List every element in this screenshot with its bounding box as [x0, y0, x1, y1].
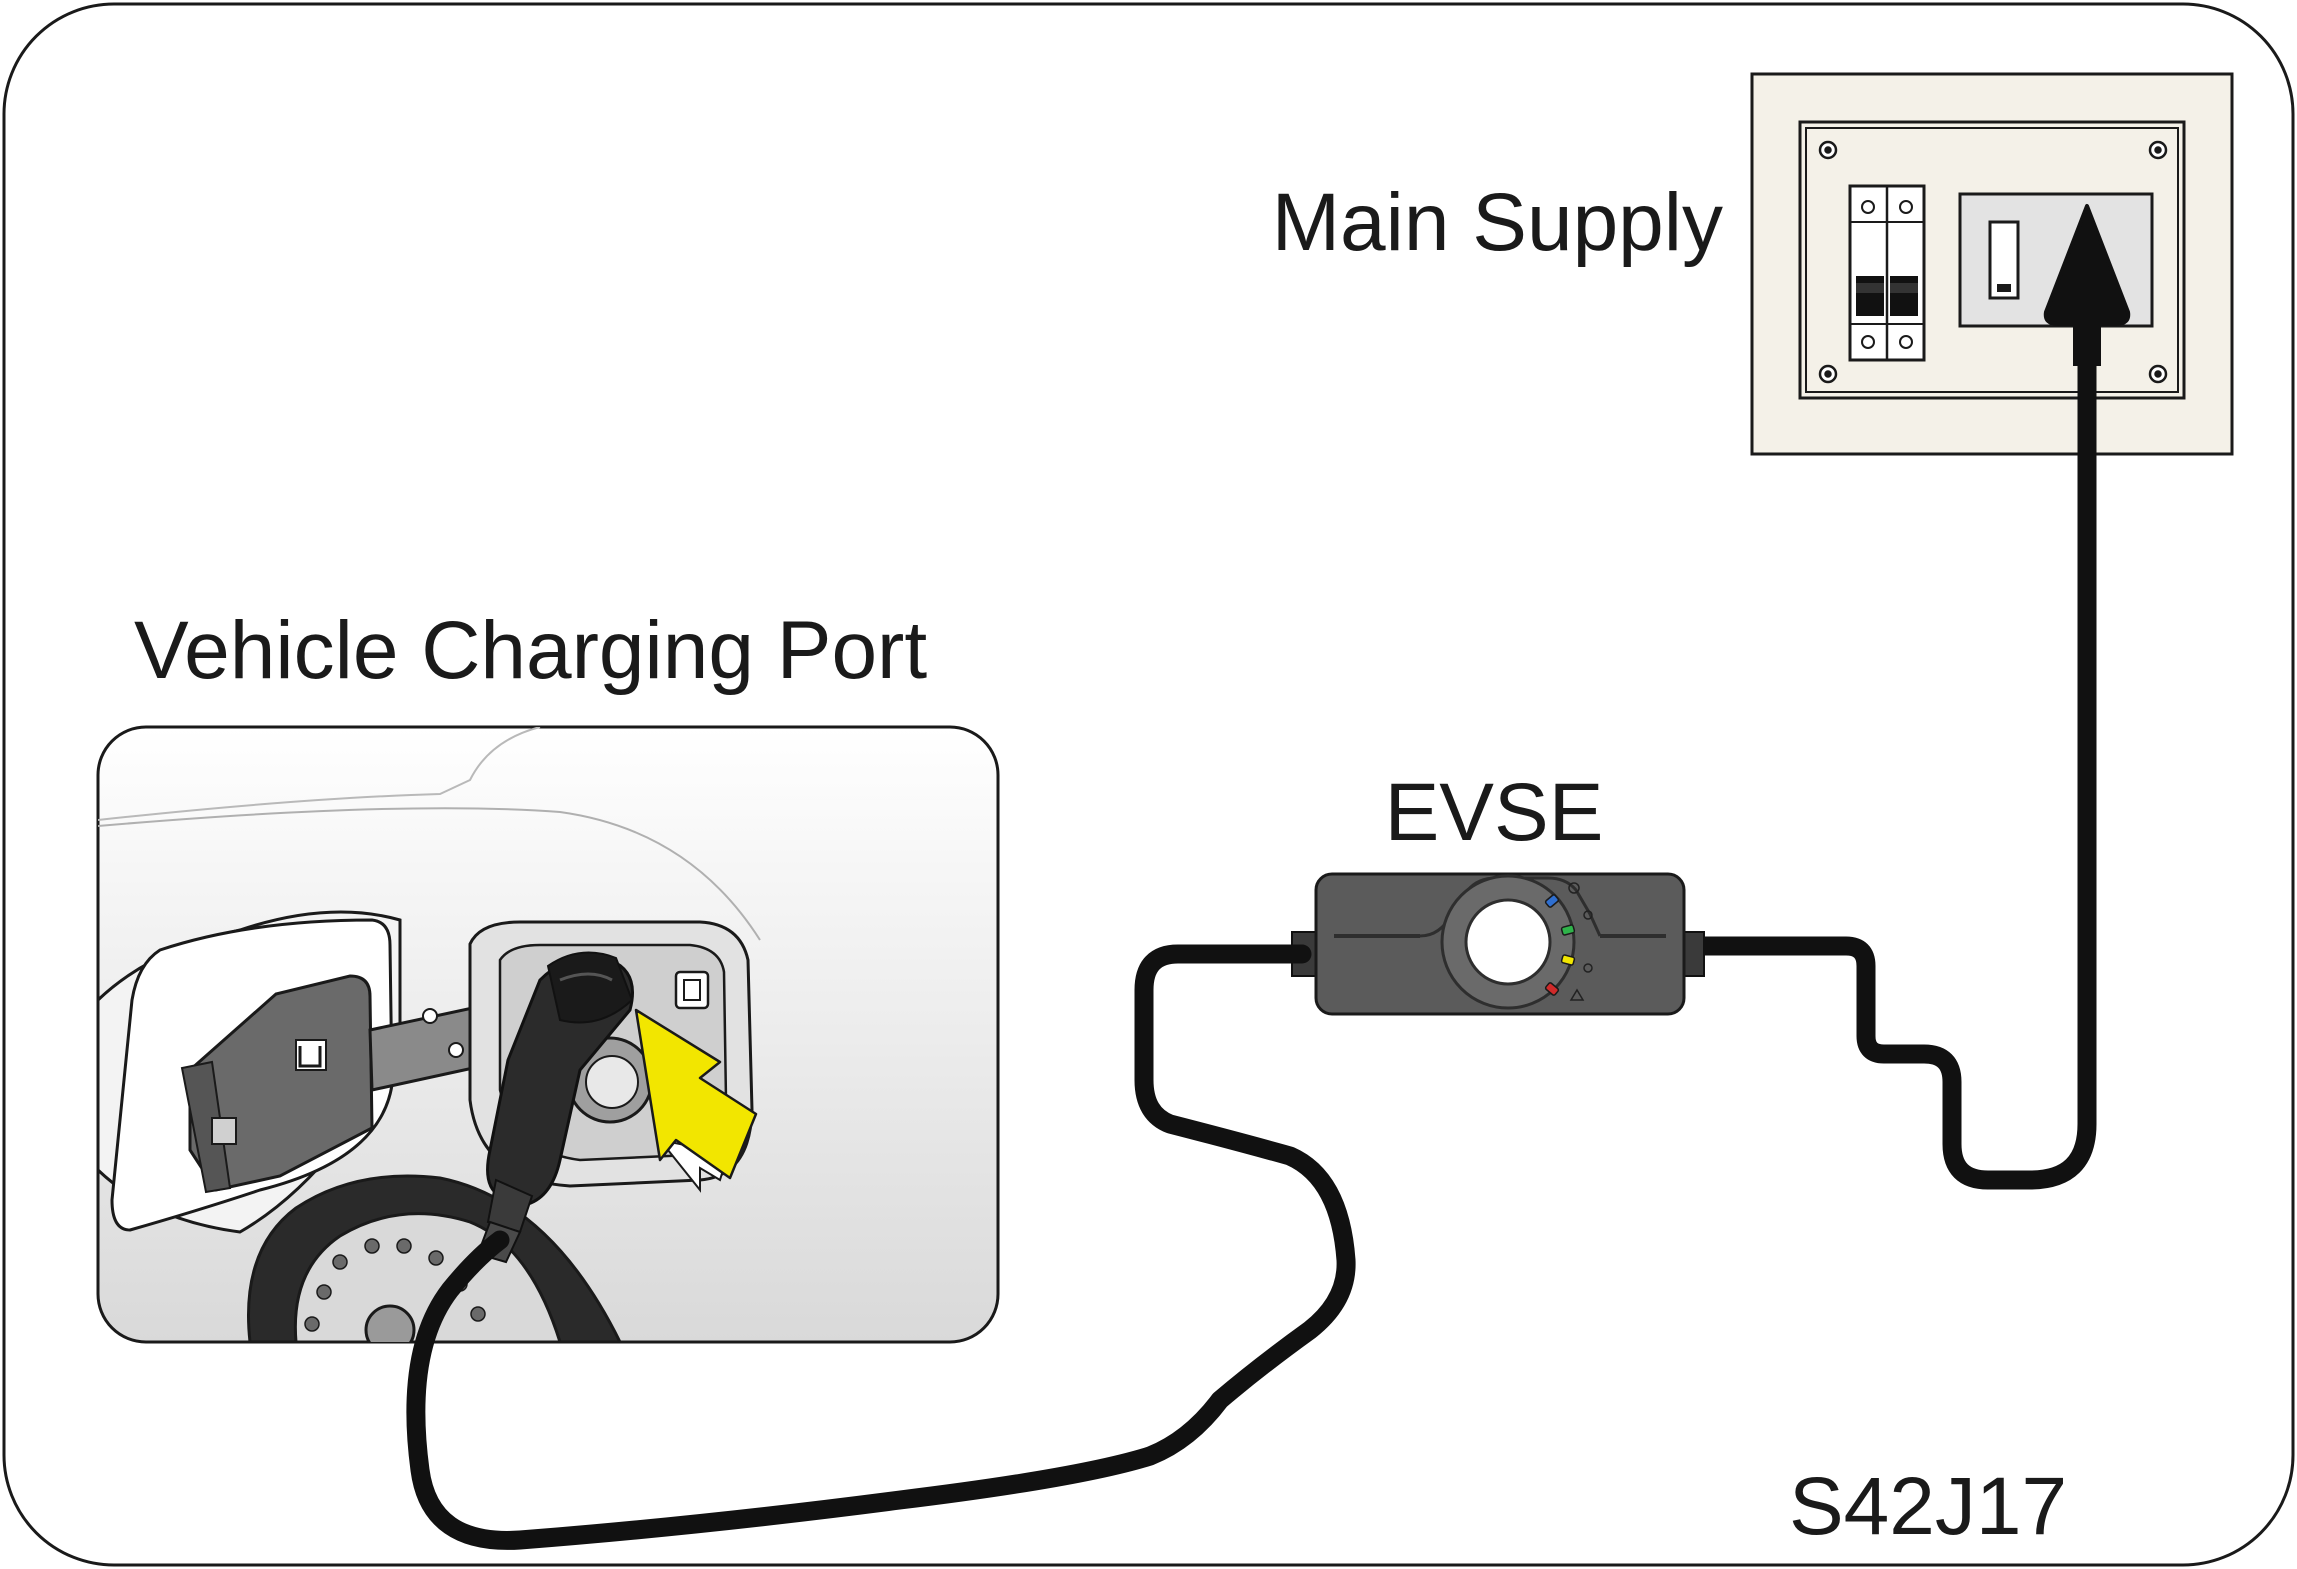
circuit-breaker-icon [1848, 184, 1926, 362]
main-supply-label: Main Supply [1272, 177, 1723, 268]
plug-icon [2043, 204, 2131, 366]
vehicle-cable [406, 944, 1356, 1550]
evse-unit [1291, 872, 1705, 1016]
vehicle-charging-port-label: Vehicle Charging Port [134, 605, 927, 696]
evse-label: EVSE [1385, 767, 1604, 858]
evse-dial [1464, 898, 1552, 986]
main-supply-panel [1750, 72, 2234, 456]
vehicle-charging-port-inset [96, 725, 1000, 1344]
screw-icons [1818, 140, 2168, 384]
mains-cable [1690, 352, 2097, 1190]
evse-status-led-icons [1544, 882, 1593, 1001]
charge-door [110, 918, 512, 1232]
figure-code: S42J17 [1789, 1461, 2067, 1552]
insert-arrow-icon [634, 1008, 758, 1193]
wall-switch-icon [1988, 220, 2020, 300]
